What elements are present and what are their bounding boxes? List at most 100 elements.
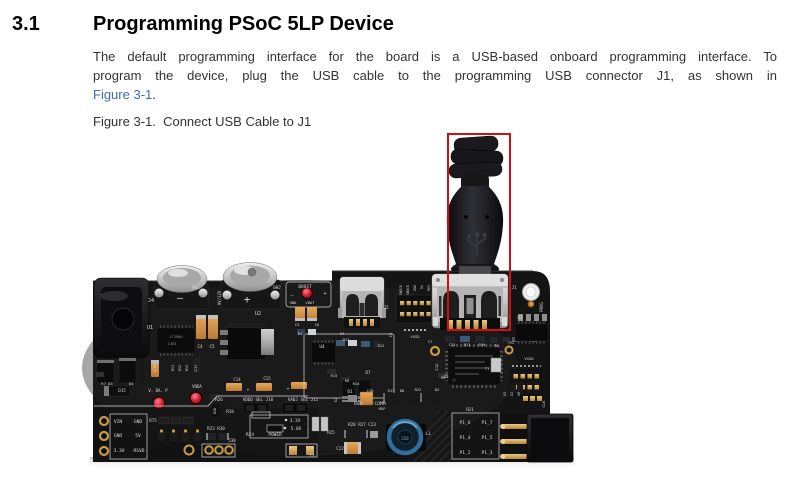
silkscreen-label: C9 bbox=[388, 332, 393, 337]
silkscreen-label: P1_5 bbox=[481, 435, 492, 441]
silkscreen-label: R26 bbox=[215, 397, 223, 402]
usb-connector-j2 bbox=[338, 276, 386, 328]
figure-link[interactable]: Figure 3-1 bbox=[93, 87, 153, 102]
silkscreen-label: R15 bbox=[331, 373, 338, 378]
silkscreen-label: P1_2 bbox=[459, 450, 470, 456]
silkscreen-label: U1 bbox=[147, 325, 153, 331]
silkscreen-label: D3 bbox=[503, 392, 507, 396]
silkscreen-label: J4 bbox=[148, 298, 154, 304]
silkscreen-label: R8 bbox=[495, 343, 500, 348]
silkscreen-label: + bbox=[323, 291, 326, 297]
silkscreen-label: R23 R30 bbox=[207, 426, 225, 431]
silkscreen-label: R1 bbox=[298, 331, 303, 336]
silkscreen-label: GND bbox=[413, 285, 417, 291]
silkscreen-label: D1 bbox=[420, 285, 424, 289]
silkscreen-label: C13 bbox=[152, 365, 157, 372]
silkscreen-label: P1_6 bbox=[459, 420, 470, 426]
silkscreen-label: R4 bbox=[340, 331, 345, 336]
usb-trident-icon bbox=[467, 230, 487, 256]
silkscreen-label: GND bbox=[114, 433, 123, 439]
silkscreen-label: R22 bbox=[415, 387, 422, 392]
silkscreen-label: R13 bbox=[185, 365, 189, 371]
silkscreen-label: C21 bbox=[449, 342, 457, 347]
silkscreen-label: RES bbox=[427, 285, 431, 291]
silkscreen-label: – bbox=[177, 293, 184, 304]
silkscreen-label: C17 bbox=[193, 365, 198, 372]
silkscreen-label: 5V bbox=[135, 433, 141, 439]
silkscreen-label: COMM bbox=[374, 401, 385, 407]
silkscreen-label: R6 bbox=[345, 378, 350, 383]
silkscreen-label: – bbox=[290, 293, 294, 299]
section-number: 3.1 bbox=[12, 13, 40, 35]
silkscreen-label: R25 bbox=[327, 430, 335, 435]
led-vdap bbox=[152, 396, 166, 410]
silkscreen-label: BH1 bbox=[192, 285, 200, 290]
power-header-area bbox=[94, 382, 378, 460]
silkscreen-label: GND bbox=[134, 419, 143, 425]
silkscreen-label: CLK bbox=[541, 400, 546, 408]
silkscreen-label: VIN bbox=[114, 419, 123, 425]
silkscreen-label: D12 bbox=[378, 343, 385, 348]
silkscreen-label: R14 bbox=[353, 381, 361, 386]
silkscreen-label: VSSD bbox=[410, 334, 420, 339]
silkscreen-label: P1_4 bbox=[459, 435, 470, 441]
silkscreen-label: R75 bbox=[149, 418, 157, 423]
paragraph-line: The default programming interface for th… bbox=[93, 49, 777, 64]
silkscreen-label: GND bbox=[290, 300, 298, 305]
figure-caption: Figure 3-1. Connect USB Cable to J1 bbox=[93, 114, 312, 129]
silkscreen-label: R17 bbox=[388, 388, 395, 393]
c3-c6-caps bbox=[295, 307, 317, 335]
silkscreen-label: S2 bbox=[333, 398, 338, 403]
silkscreen-label: 5.0V bbox=[291, 426, 302, 432]
p1-header-area bbox=[451, 412, 574, 463]
silkscreen-label: C14 bbox=[233, 377, 241, 382]
silkscreen-label: SWDCK bbox=[406, 285, 410, 295]
paragraph-line: program the device, plug the USB cable t… bbox=[93, 68, 777, 83]
silkscreen-label: R24 bbox=[246, 432, 254, 438]
inductor-l1 bbox=[386, 418, 426, 456]
silkscreen-label: C3 bbox=[295, 322, 300, 327]
silkscreen-label: D16 bbox=[213, 408, 217, 414]
silkscreen-label: 9V/12V bbox=[217, 290, 222, 305]
silkscreen-label: T1 bbox=[485, 367, 489, 371]
silkscreen-label: VBAT bbox=[305, 300, 315, 305]
silkscreen-label: C20 bbox=[367, 388, 375, 393]
silkscreen-label: 3.3V bbox=[290, 418, 301, 424]
led-prog bbox=[527, 300, 535, 308]
silkscreen-label: D7 bbox=[365, 370, 371, 375]
body-paragraph: The default programming interface for th… bbox=[93, 47, 777, 104]
silkscreen-label: + bbox=[244, 293, 251, 306]
silkscreen-label: 3.3V bbox=[113, 448, 124, 454]
silkscreen-label: LT3980 bbox=[170, 335, 183, 339]
led-vdda bbox=[189, 391, 203, 405]
left-diodes bbox=[96, 357, 231, 417]
silkscreen-label: BOOST bbox=[298, 284, 312, 290]
silkscreen-label: VSSD bbox=[524, 356, 534, 361]
silkscreen-label: U2 bbox=[255, 311, 261, 317]
silkscreen-label: 1363 bbox=[168, 342, 177, 346]
silkscreen-label: D14 bbox=[343, 337, 351, 342]
silkscreen-label: + bbox=[287, 387, 290, 392]
silkscreen-label: D10 bbox=[479, 342, 487, 347]
boost-led bbox=[300, 286, 314, 300]
regulator-area bbox=[151, 315, 274, 377]
silkscreen-label: J38 bbox=[228, 438, 236, 443]
silkscreen-label: R12 bbox=[178, 365, 182, 371]
usb-connector-j1 bbox=[431, 273, 509, 330]
battery-holder-bh1 bbox=[153, 265, 209, 310]
silkscreen-label: U3 bbox=[517, 315, 523, 320]
battery-holder-bh2 bbox=[220, 262, 282, 310]
silkscreen-label: R21 bbox=[466, 407, 474, 412]
silkscreen-label: J2 bbox=[383, 305, 389, 311]
silkscreen-label: C15 bbox=[263, 376, 271, 381]
silkscreen-label: U5 bbox=[443, 374, 449, 379]
silkscreen-label: C5 bbox=[209, 344, 215, 349]
highlight-box bbox=[447, 133, 511, 331]
silkscreen-label: R28 R27 C23 bbox=[348, 422, 376, 427]
silkscreen-label: C6 bbox=[315, 322, 320, 327]
silkscreen-label: USB bbox=[354, 401, 363, 407]
silkscreen-label: TV2 bbox=[508, 341, 514, 345]
silkscreen-label: BH2 bbox=[273, 285, 281, 290]
